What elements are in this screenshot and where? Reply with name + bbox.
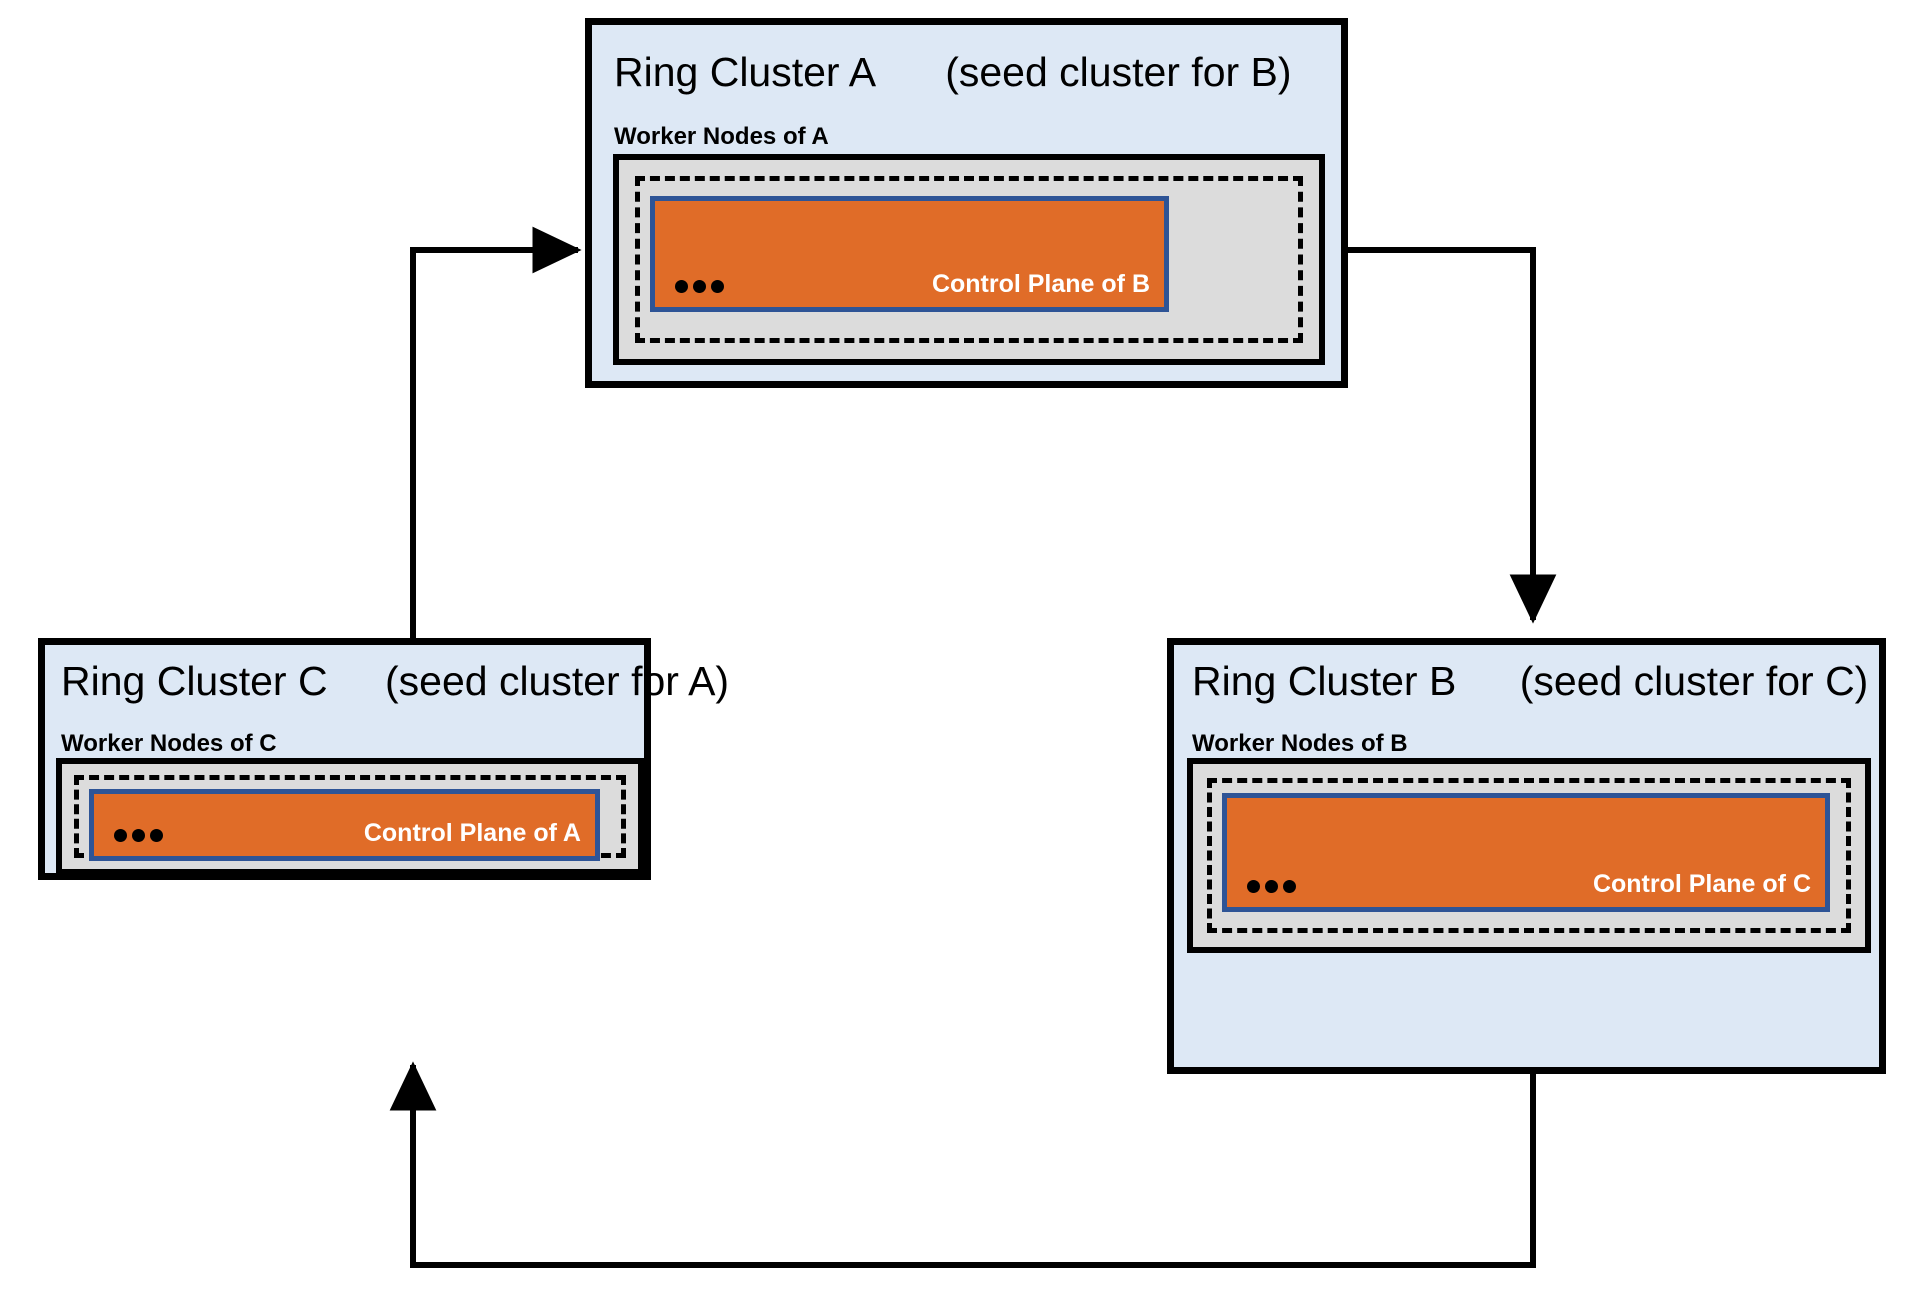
cluster-c-control-plane-label: Control Plane of A [363,819,581,847]
cluster-b-control-plane[interactable]: Control Plane of C [1222,793,1830,912]
cluster-a-control-plane-label: Control Plane of B [931,270,1150,298]
cluster-b-ellipsis-dots [1247,880,1296,893]
cluster-a-worker-label: Worker Nodes of A [614,123,829,150]
cluster-b-control-plane-label: Control Plane of C [1592,870,1811,898]
arrow-b-to-c [389,1061,1536,1268]
cluster-b-worker-label: Worker Nodes of B [1192,730,1408,757]
cluster-a-control-plane[interactable]: Control Plane of B [650,196,1169,312]
cluster-b-worker-nodes-box[interactable]: Control Plane of C [1187,758,1871,953]
cluster-c-name: Ring Cluster C [61,658,328,704]
cluster-c-seed-note: (seed cluster for A) [385,658,730,704]
arrow-a-to-b [1348,247,1557,624]
cluster-b-dashed-boundary: Control Plane of C [1207,778,1851,933]
cluster-b-title: Ring Cluster B (seed cluster for C) [1192,661,1868,702]
cluster-c-worker-nodes-box[interactable]: Control Plane of A [56,758,644,875]
cluster-c-control-plane[interactable]: Control Plane of A [89,789,600,861]
cluster-a-ellipsis-dots [675,280,724,293]
cluster-b[interactable]: Ring Cluster B (seed cluster for C) Work… [1167,638,1886,1074]
cluster-a-name: Ring Cluster A [614,49,874,95]
cluster-a-worker-nodes-box[interactable]: Control Plane of B [613,154,1325,365]
cluster-b-name: Ring Cluster B [1192,658,1457,704]
cluster-a-title: Ring Cluster A (seed cluster for B) [614,52,1292,93]
arrow-c-to-a [410,226,582,640]
cluster-b-seed-note: (seed cluster for C) [1519,658,1869,704]
cluster-a[interactable]: Ring Cluster A (seed cluster for B) Work… [585,18,1348,388]
cluster-c-title: Ring Cluster C (seed cluster for A) [61,661,729,702]
cluster-c-dashed-boundary: Control Plane of A [74,775,626,861]
cluster-a-seed-note: (seed cluster for B) [945,49,1292,95]
cluster-a-dashed-boundary: Control Plane of B [635,176,1303,343]
cluster-c-ellipsis-dots [114,829,163,842]
cluster-c[interactable]: Ring Cluster C (seed cluster for A) Work… [38,638,729,880]
cluster-c-worker-label: Worker Nodes of C [61,730,277,757]
